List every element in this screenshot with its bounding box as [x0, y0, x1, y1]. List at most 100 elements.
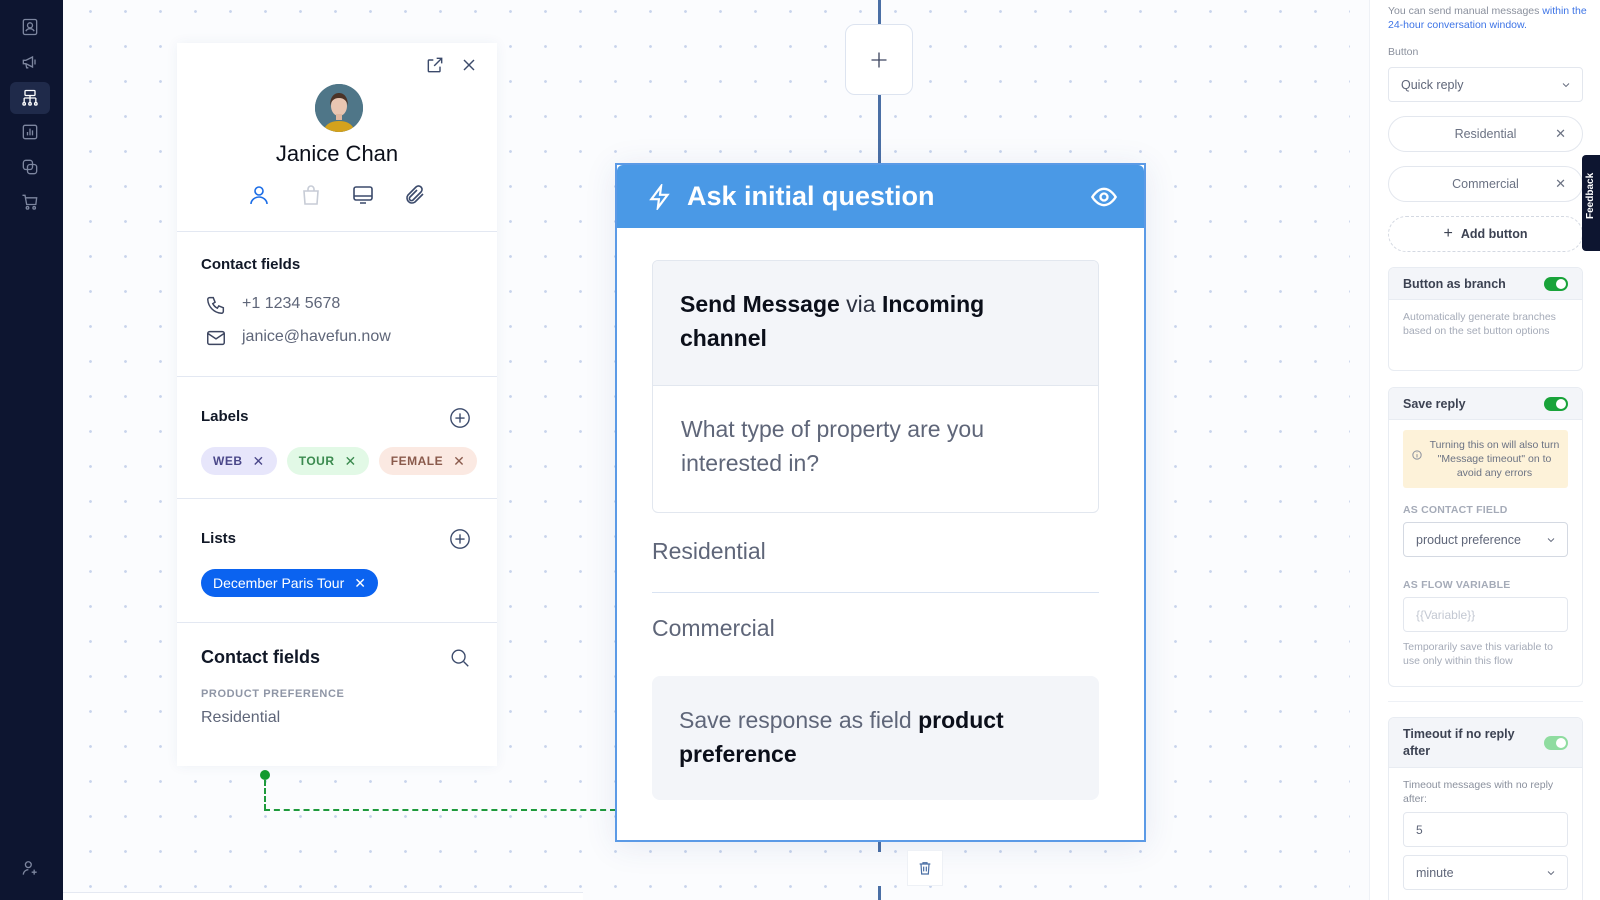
branch-anchor-dot[interactable] — [260, 770, 270, 780]
timeout-card: Timeout if no reply after Timeout messag… — [1388, 717, 1583, 900]
flow-canvas[interactable]: Janice Chan Contact fields +1 1234 5678 … — [63, 0, 1350, 900]
feedback-tab[interactable]: Feedback — [1582, 155, 1600, 251]
as-contact-field-label: AS CONTACT FIELD — [1403, 504, 1508, 516]
save-response-block[interactable]: Save response as field product preferenc… — [652, 676, 1099, 800]
attachment-tab-icon[interactable] — [403, 183, 427, 207]
connector-line — [878, 95, 881, 165]
conversation-window-link[interactable]: within the 24-hour conversation window. — [1388, 5, 1587, 31]
timeout-value-input[interactable]: 5 — [1403, 812, 1568, 847]
option-commercial[interactable]: Commercial — [652, 615, 775, 641]
timeout-toggle[interactable] — [1544, 735, 1568, 750]
chevron-down-icon — [1545, 867, 1557, 879]
nav-item-invite-user[interactable] — [10, 853, 50, 883]
button-label: Button — [1388, 46, 1419, 58]
open-external-icon[interactable] — [425, 55, 445, 75]
divider — [177, 376, 497, 377]
email-icon — [205, 327, 227, 349]
button-option[interactable]: Commercial ✕ — [1388, 166, 1583, 202]
flow-variable-hint: Temporarily save this variable to use on… — [1403, 641, 1553, 667]
add-list-button[interactable] — [449, 528, 471, 550]
contact-name: Janice Chan — [275, 141, 399, 166]
button-option[interactable]: Residential ✕ — [1388, 116, 1583, 152]
timeout-unit-select[interactable]: minute — [1403, 855, 1568, 890]
divider — [1388, 701, 1583, 702]
message-question: What type of property are you interested… — [681, 416, 984, 476]
bar-chart-icon — [22, 124, 38, 140]
connector-line — [878, 886, 881, 900]
message-block[interactable]: Send Message via Incoming channel What t… — [652, 260, 1099, 513]
nav-item-contacts[interactable] — [10, 12, 50, 42]
message-channel: Send Message via Incoming channel — [653, 261, 1098, 386]
nav-item-reports[interactable] — [10, 117, 50, 147]
plus-icon: + — [1443, 225, 1453, 242]
label-chip: TOUR✕ — [286, 447, 369, 475]
contact-card: Janice Chan Contact fields +1 1234 5678 … — [177, 43, 497, 766]
labels-title: Labels — [201, 408, 249, 425]
contact-phone[interactable]: +1 1234 5678 — [242, 295, 341, 312]
plus-circle-icon — [450, 529, 470, 549]
nav-item-integrations[interactable] — [10, 152, 50, 182]
settings-panel: You can send manual messages within the … — [1369, 0, 1600, 900]
remove-label-icon[interactable]: ✕ — [453, 452, 466, 469]
contact-fields-title: Contact fields — [201, 256, 301, 273]
option-residential[interactable]: Residential — [652, 538, 766, 564]
search-icon — [451, 649, 469, 667]
profile-tab-icon[interactable] — [247, 183, 271, 207]
node-header: Ask initial question — [617, 165, 1144, 228]
save-reply-warning: Turning this on will also turn "Message … — [1403, 430, 1568, 488]
save-reply-card: Save reply Turning this on will also tur… — [1388, 387, 1583, 687]
button-type-select[interactable]: Quick reply — [1388, 67, 1583, 102]
bottom-bar — [63, 892, 583, 900]
add-step-button[interactable] — [845, 24, 913, 95]
save-reply-toggle[interactable] — [1544, 396, 1568, 411]
label-chips: WEB✕ TOUR✕ FEMALE✕ — [201, 447, 478, 475]
contact-field-select[interactable]: product preference — [1403, 522, 1568, 557]
layers-icon — [22, 159, 38, 175]
label-chip: WEB✕ — [201, 447, 277, 475]
nav-item-broadcasts[interactable] — [10, 47, 50, 77]
list-chips: December Paris Tour✕ — [201, 569, 378, 597]
close-icon[interactable] — [459, 55, 479, 75]
field-label: PRODUCT PREFERENCE — [201, 688, 345, 700]
field-value: Residential — [201, 709, 281, 726]
info-icon — [1412, 450, 1422, 460]
remove-button-icon[interactable]: ✕ — [1555, 176, 1566, 191]
lightning-icon — [647, 181, 673, 212]
divider — [177, 498, 497, 499]
megaphone-icon — [22, 55, 36, 69]
flow-builder-icon — [22, 89, 38, 106]
delete-node-button[interactable] — [907, 850, 943, 886]
preview-eye-icon[interactable] — [1090, 183, 1118, 211]
contact-card-icon — [22, 18, 38, 36]
user-plus-icon — [22, 861, 37, 875]
nav-item-flows[interactable] — [10, 82, 50, 114]
node-title: Ask initial question — [687, 181, 935, 211]
contact-email[interactable]: janice@havefun.now — [242, 328, 391, 345]
plus-icon — [871, 52, 887, 67]
flow-variable-input[interactable]: {{Variable}} — [1403, 597, 1568, 632]
remove-button-icon[interactable]: ✕ — [1555, 126, 1566, 141]
shopping-bag-tab-icon[interactable] — [299, 183, 323, 207]
list-chip: December Paris Tour✕ — [201, 569, 378, 597]
divider — [177, 231, 497, 232]
connector-line — [878, 0, 881, 26]
plus-circle-icon — [450, 408, 470, 428]
add-button[interactable]: + Add button — [1388, 216, 1583, 252]
conversation-tab-icon[interactable] — [351, 183, 375, 207]
flow-node-ask-question[interactable]: Ask initial question Send Message via In… — [615, 163, 1146, 842]
trash-icon — [919, 862, 931, 875]
label-chip: FEMALE✕ — [378, 447, 478, 475]
add-label-button[interactable] — [449, 407, 471, 429]
option-divider — [652, 592, 1099, 593]
search-fields-button[interactable] — [449, 647, 471, 669]
cart-icon — [22, 194, 38, 210]
remove-label-icon[interactable]: ✕ — [344, 452, 357, 469]
branch-connector — [264, 809, 616, 811]
nav-rail — [0, 0, 63, 900]
remove-label-icon[interactable]: ✕ — [252, 452, 265, 469]
branch-connector — [264, 780, 266, 810]
nav-item-commerce[interactable] — [10, 187, 50, 217]
connector-line — [878, 840, 881, 852]
remove-list-icon[interactable]: ✕ — [354, 574, 366, 591]
button-as-branch-toggle[interactable] — [1544, 276, 1568, 291]
